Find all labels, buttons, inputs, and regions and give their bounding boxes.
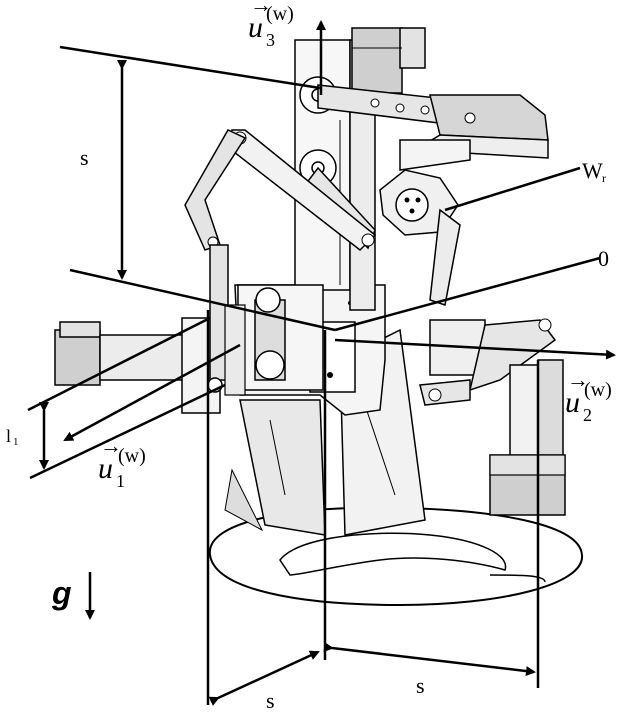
torso [224, 27, 459, 536]
u1-vector-arrow-glyph: → [100, 433, 122, 458]
upper-arm [317, 84, 549, 171]
lower-reference-line [69, 268, 336, 332]
wr-leader-line [444, 166, 581, 212]
s-bottom-left-label: s [266, 688, 275, 713]
s-bottom-right-label: s [416, 673, 425, 698]
u3-vector-arrow-glyph: → [250, 0, 272, 17]
u2-label: u → 2 (w) [565, 367, 612, 425]
wr-label: W r [582, 158, 606, 185]
u1-axis-arrow [63, 343, 241, 442]
leg-line-lower [29, 383, 226, 480]
u2-vector-arrow-glyph: → [567, 367, 589, 392]
reference-lines [27, 45, 601, 706]
upper-reference-line [59, 45, 321, 90]
u2-label-sup: (w) [584, 379, 612, 401]
u2-label-sub: 2 [583, 405, 592, 425]
l1-label: l 1 [6, 426, 19, 448]
s-bottom-right-dimension [323, 642, 536, 677]
l1-label-sub: 1 [13, 436, 19, 448]
left-leg [54, 244, 324, 414]
s-bottom-left-dimension [208, 650, 320, 706]
wr-label-base: W [582, 158, 603, 183]
u2-axis-arrow [334, 338, 616, 360]
u3-label-sub: 3 [266, 30, 275, 50]
u1-label-sub: 1 [116, 471, 125, 491]
u3-label-base: u [248, 11, 263, 44]
u2-label-base: u [565, 386, 580, 419]
u1-label-sup: (w) [118, 445, 146, 467]
u3-label-sup: (w) [266, 3, 294, 25]
u1-label: u → 1 (w) [98, 433, 146, 491]
s-left-label: s [80, 145, 89, 170]
u1-label-base: u [98, 452, 113, 485]
origin-label: 0 [598, 246, 609, 271]
l1-label-base: l [6, 426, 11, 446]
gravity-label: g [51, 575, 72, 611]
wr-label-sub: r [602, 171, 606, 185]
middle-arm [184, 129, 461, 306]
axis-vectors [63, 20, 616, 620]
u3-label: u → 3 (w) [248, 0, 294, 50]
origin-leader-line [334, 256, 601, 332]
leg-line-upper [27, 316, 211, 412]
